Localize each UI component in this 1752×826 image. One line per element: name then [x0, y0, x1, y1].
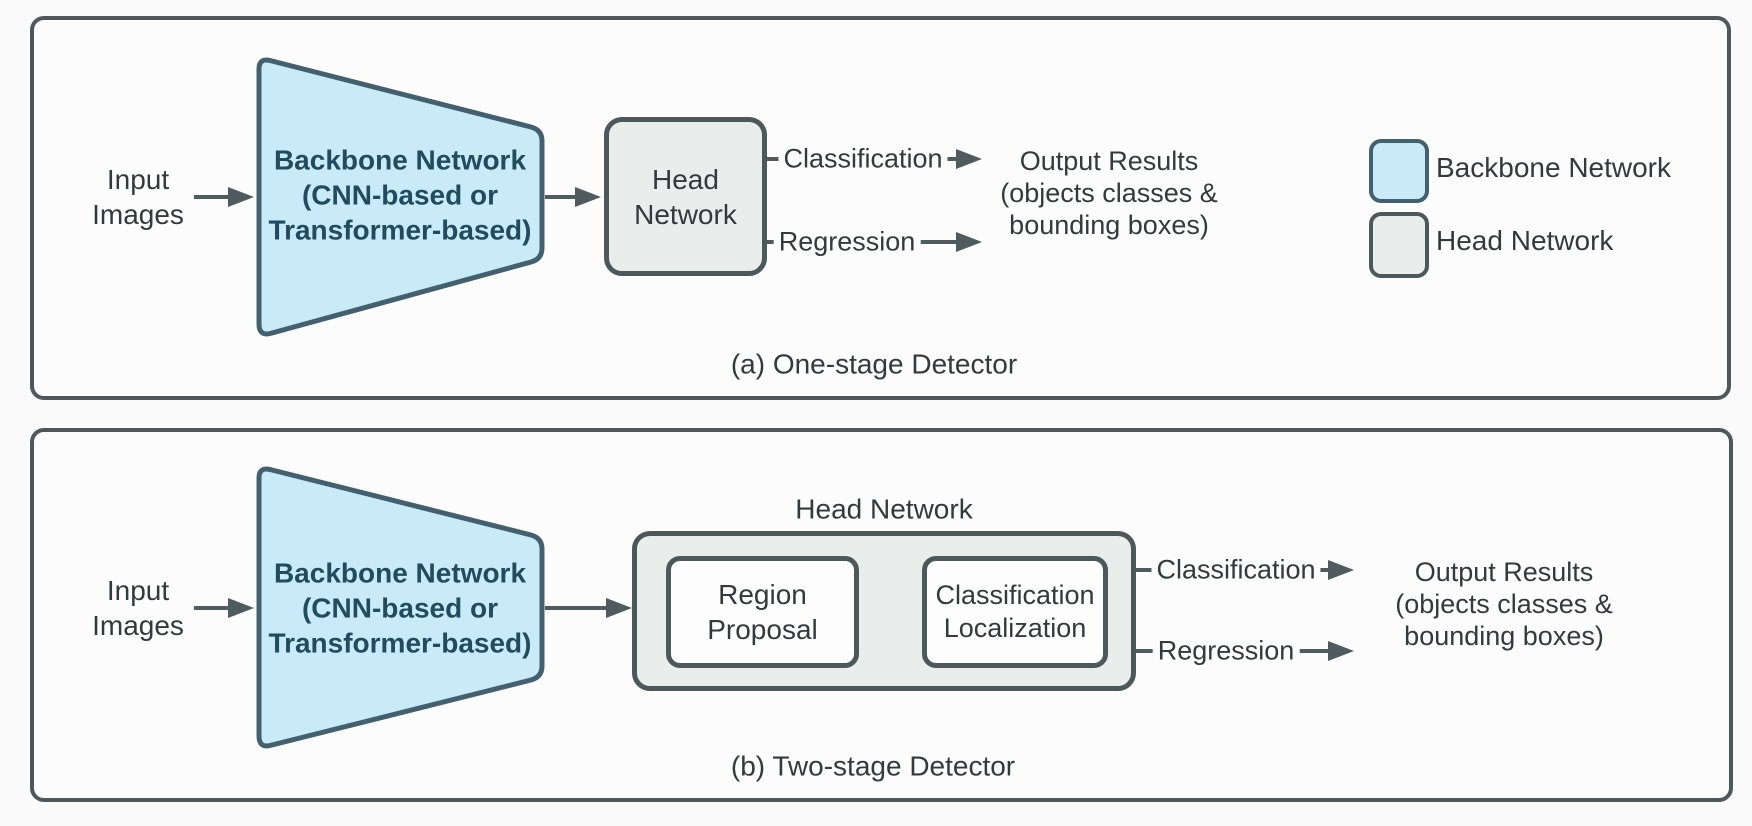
output-results-label: Output Results (objects classes & boundi…: [1395, 557, 1613, 651]
head-network-title: Head Network: [795, 493, 973, 525]
head-network-box: Head Network: [604, 117, 767, 276]
input-images-label: Input Images: [92, 164, 184, 230]
classification-line-label: Classification: [778, 141, 948, 177]
backbone-network-label: Backbone Network (CNN-based or Transform…: [268, 144, 532, 246]
one-stage-shapes-layer: [194, 57, 982, 337]
backbone-network-label: Backbone Network (CNN-based or Transform…: [268, 557, 532, 659]
legend-head-swatch: [1369, 212, 1429, 278]
classification-line-label: Classification: [1151, 552, 1321, 588]
regression-line-label: Regression: [773, 224, 921, 260]
legend-backbone-label: Backbone Network: [1436, 152, 1672, 183]
head-network-box-label: Head Network: [634, 163, 737, 230]
backbone-to-head-arrow: [545, 598, 632, 618]
legend-head-label: Head Network: [1436, 225, 1614, 256]
classification-localization-label: Classification Localization: [935, 580, 1095, 643]
region-proposal-label: Region Proposal: [707, 579, 818, 645]
backbone-trapezoid: [256, 466, 545, 749]
one-stage-caption: (a) One-stage Detector: [730, 348, 1018, 380]
input-images-label: Input Images: [92, 575, 184, 641]
two-stage-caption: (b) Two-stage Detector: [730, 750, 1016, 782]
input-arrow: [194, 187, 254, 207]
panel-one-stage: Input Images Backbone Network (CNN-based…: [30, 16, 1731, 400]
input-arrow: [194, 598, 254, 618]
region-proposal-box: Region Proposal: [666, 556, 859, 668]
panel-two-stage: Input Images Backbone Network (CNN-based…: [30, 428, 1733, 802]
backbone-trapezoid: [256, 57, 545, 337]
legend-backbone-swatch: [1369, 139, 1429, 203]
backbone-to-head-arrow: [545, 187, 601, 207]
regression-line-label: Regression: [1152, 633, 1300, 669]
output-results-label: Output Results (objects classes & boundi…: [1000, 146, 1218, 240]
classification-localization-box: Classification Localization: [922, 556, 1108, 668]
